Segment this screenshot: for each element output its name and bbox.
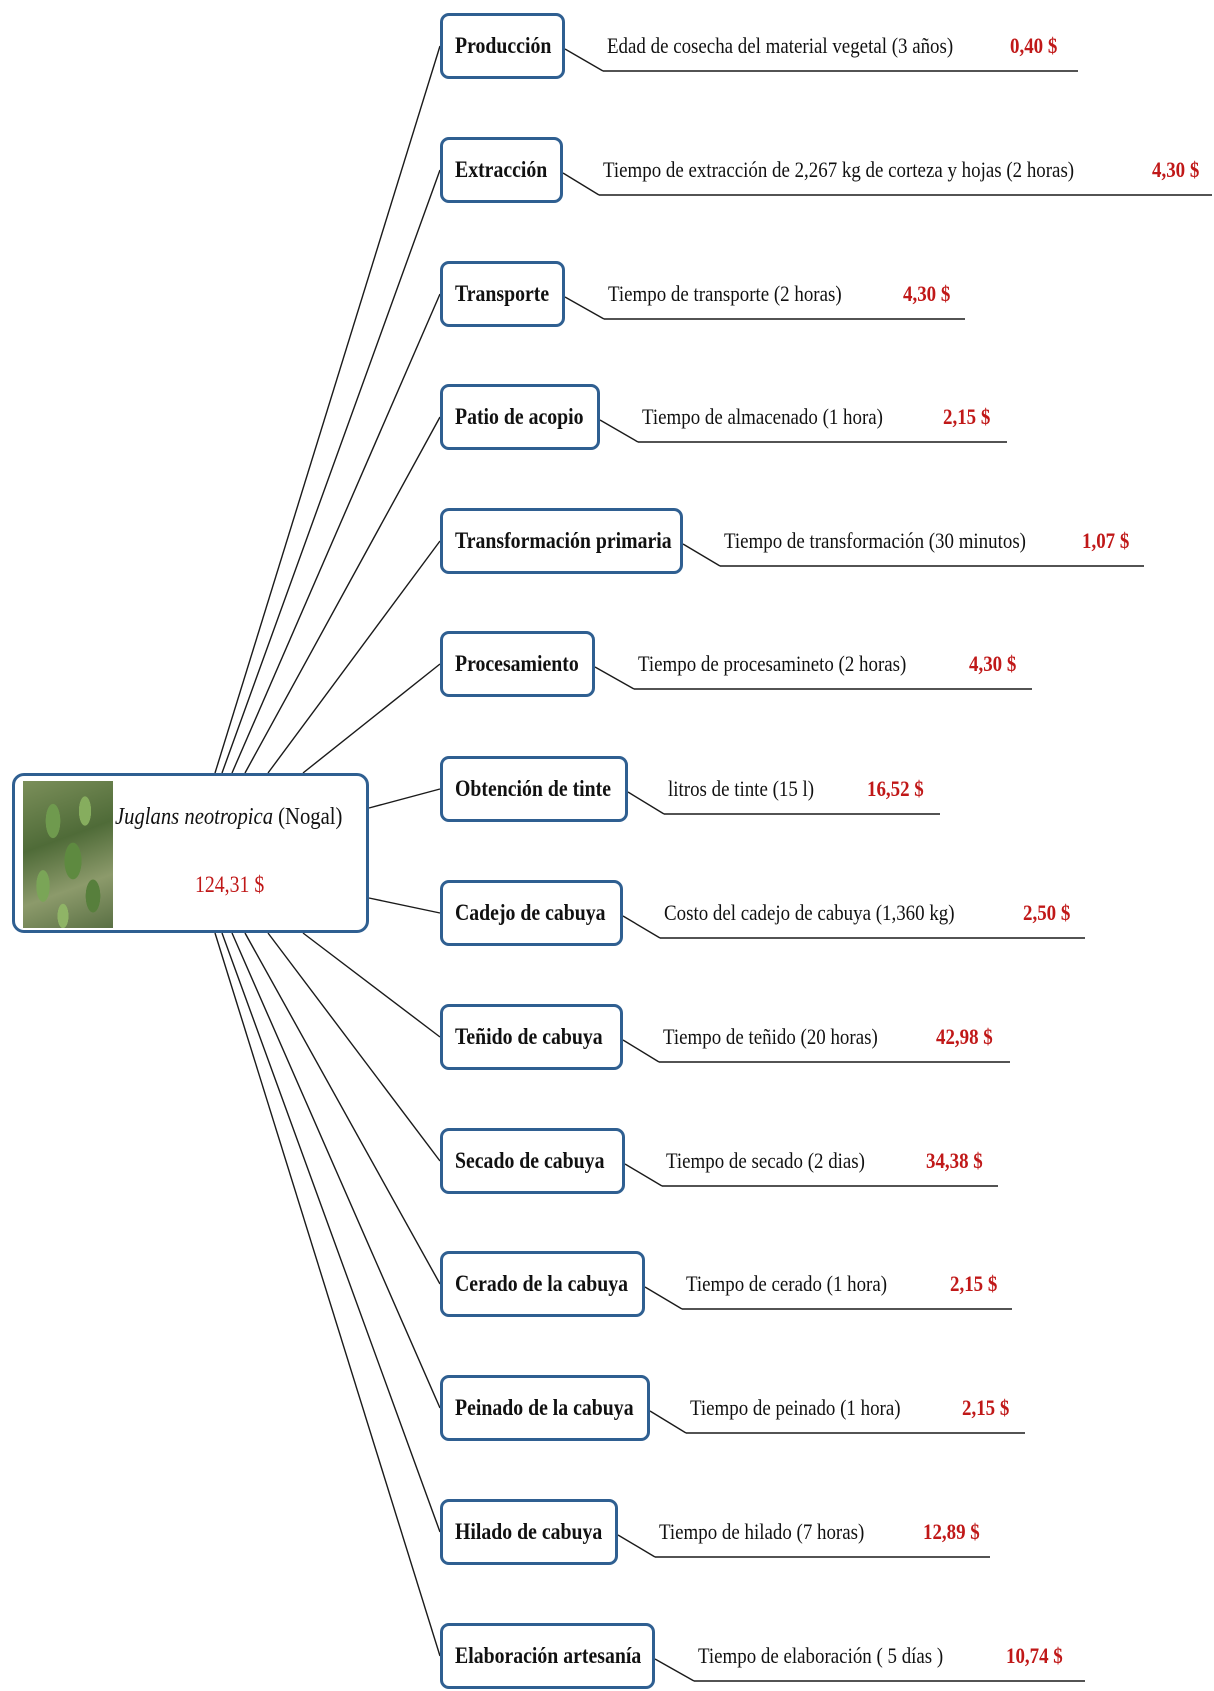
step-cost: 12,89 $ (923, 1519, 980, 1544)
step-cost: 16,52 $ (867, 776, 924, 801)
step-description: Tiempo de transporte (2 horas) (608, 281, 842, 306)
root-connector-line (368, 788, 441, 809)
step-description: Tiempo de elaboración ( 5 días ) (698, 1643, 944, 1668)
step-cost: 4,30 $ (1152, 157, 1200, 182)
step-description: Tiempo de cerado (1 hora) (686, 1271, 888, 1296)
root-connector-line (302, 932, 441, 1038)
root-connector-line (267, 932, 441, 1162)
step-cost: 42,98 $ (936, 1024, 993, 1049)
step-box: Procesamiento (440, 631, 595, 697)
elbow-connector-line (627, 791, 665, 815)
elbow-connector-line (599, 419, 639, 443)
step-cost: 34,38 $ (926, 1148, 983, 1173)
species-scientific-name: Juglans neotropica (115, 804, 274, 830)
elbow-connector-line (654, 1658, 695, 1682)
elbow-connector-line (649, 1410, 687, 1434)
root-connector-line (214, 932, 441, 1657)
step-label: Transporte (455, 281, 550, 306)
root-connector-line (368, 897, 441, 914)
step-label: Cerado de la cabuya (455, 1271, 629, 1296)
elbow-connector-line (564, 296, 605, 320)
step-description: Costo del cadejo de cabuya (1,360 kg) (664, 900, 955, 925)
step-description: Tiempo de secado (2 dias) (666, 1148, 865, 1173)
step-box: Transformación primaria (440, 508, 683, 574)
species-common-name: (Nogal) (278, 804, 343, 830)
elbow-connector-line (562, 172, 600, 196)
step-description: Tiempo de teñido (20 horas) (663, 1024, 878, 1049)
step-box: Peinado de la cabuya (440, 1375, 650, 1441)
step-cost: 10,74 $ (1006, 1643, 1063, 1668)
step-cost: 2,15 $ (962, 1395, 1010, 1420)
root-connector-line (244, 932, 441, 1285)
step-box: Teñido de cabuya (440, 1004, 623, 1070)
step-cost: 2,50 $ (1023, 900, 1071, 925)
step-cost: 4,30 $ (969, 651, 1017, 676)
root-connector-line (231, 293, 441, 774)
step-cost: 1,07 $ (1082, 528, 1130, 553)
elbow-connector-line (622, 915, 661, 939)
step-label: Transformación primaria (455, 528, 672, 553)
step-box: Cerado de la cabuya (440, 1251, 645, 1317)
step-description: Tiempo de hilado (7 horas) (659, 1519, 865, 1544)
root-connector-line (244, 416, 441, 774)
elbow-connector-line (644, 1286, 683, 1310)
step-description: Tiempo de extracción de 2,267 kg de cort… (603, 157, 1075, 182)
step-description: Tiempo de procesamineto (2 horas) (638, 651, 907, 676)
step-label: Peinado de la cabuya (455, 1395, 634, 1420)
root-connector-line (221, 169, 441, 774)
step-label: Patio de acopio (455, 404, 584, 429)
step-label: Elaboración artesanía (455, 1643, 642, 1668)
step-box: Transporte (440, 261, 565, 327)
step-description: Tiempo de almacenado (1 hora) (642, 404, 883, 429)
step-box: Elaboración artesanía (440, 1623, 655, 1689)
elbow-connector-line (617, 1534, 656, 1558)
elbow-connector-line (594, 666, 635, 690)
plant-photo (23, 781, 113, 928)
root-connector-line (231, 932, 441, 1409)
step-box: Cadejo de cabuya (440, 880, 623, 946)
root-connector-line (214, 45, 441, 774)
root-species-name: Juglans neotropica (Nogal) (115, 804, 342, 831)
step-label: Producción (455, 33, 552, 58)
step-description: Tiempo de peinado (1 hora) (690, 1395, 901, 1420)
step-label: Obtención de tinte (455, 776, 612, 801)
elbow-connector-line (624, 1163, 663, 1187)
step-box: Secado de cabuya (440, 1128, 625, 1194)
root-total-cost: 124,31 $ (195, 872, 265, 897)
step-label: Cadejo de cabuya (455, 900, 606, 925)
root-connector-line (221, 932, 441, 1533)
step-box: Producción (440, 13, 565, 79)
step-box: Patio de acopio (440, 384, 600, 450)
elbow-connector-line (682, 543, 721, 567)
step-description: Tiempo de transformación (30 minutos) (724, 528, 1026, 553)
root-node: Juglans neotropica (Nogal) 124,31 $ (12, 773, 369, 933)
step-label: Procesamiento (455, 651, 579, 676)
step-description: Edad de cosecha del material vegetal (3 … (607, 33, 954, 58)
elbow-connector-line (622, 1039, 660, 1063)
step-cost: 0,40 $ (1010, 33, 1058, 58)
step-label: Teñido de cabuya (455, 1024, 603, 1049)
step-cost: 2,15 $ (943, 404, 991, 429)
step-label: Secado de cabuya (455, 1148, 605, 1173)
step-box: Obtención de tinte (440, 756, 628, 822)
step-box: Hilado de cabuya (440, 1499, 618, 1565)
step-label: Hilado de cabuya (455, 1519, 603, 1544)
elbow-connector-line (564, 48, 604, 72)
step-label: Extracción (455, 157, 548, 182)
step-cost: 2,15 $ (950, 1271, 998, 1296)
step-box: Extracción (440, 137, 563, 203)
root-connector-line (267, 540, 441, 774)
step-cost: 4,30 $ (903, 281, 951, 306)
root-connector-line (302, 663, 441, 774)
step-description: litros de tinte (15 l) (668, 776, 815, 801)
